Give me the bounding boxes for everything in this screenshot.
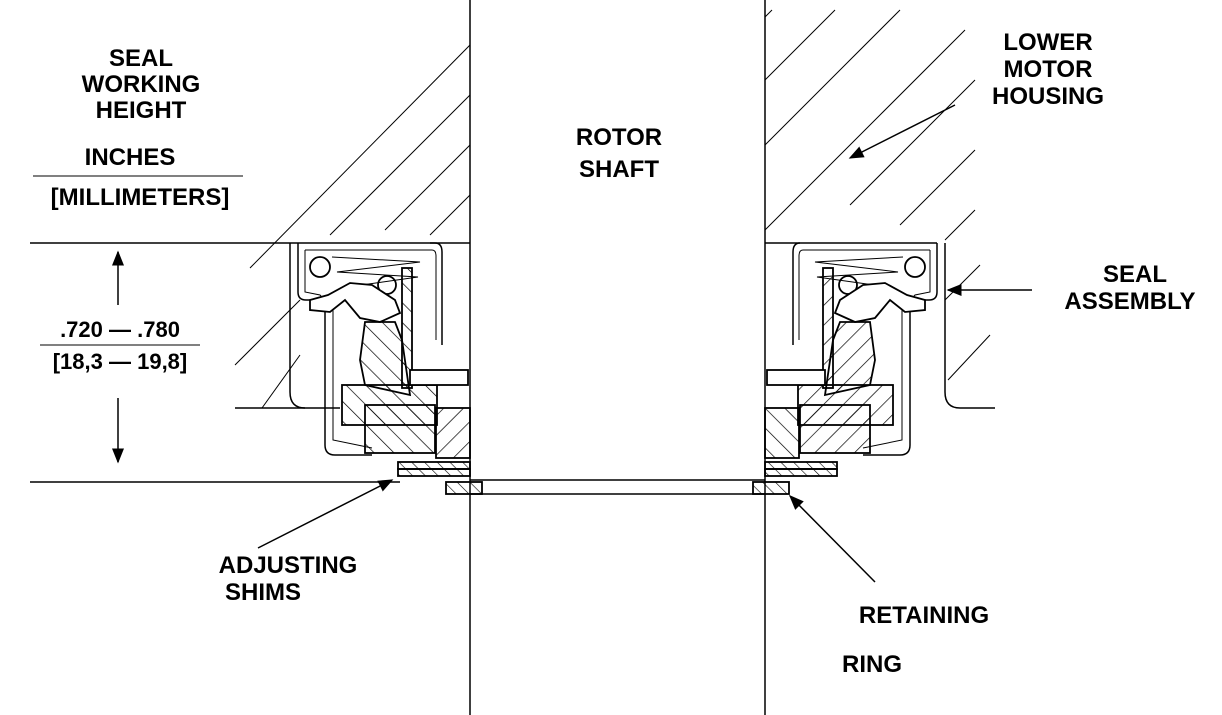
dimension-millimeters: [18,3 — 19,8] <box>53 349 188 374</box>
label-seal-assembly: SEAL ASSEMBLY <box>1064 261 1195 315</box>
label-rotor-shaft: ROTOR SHAFT <box>576 124 662 183</box>
svg-text:RETAINING: RETAINING <box>859 602 989 629</box>
svg-text:SHIMS: SHIMS <box>225 579 301 606</box>
svg-text:HOUSING: HOUSING <box>992 83 1104 110</box>
label-adjusting-shims: ADJUSTING SHIMS <box>219 552 358 606</box>
svg-text:SEAL: SEAL <box>1103 261 1167 288</box>
label-units-millimeters: [MILLIMETERS] <box>51 184 230 211</box>
rotor-shaft <box>469 243 766 715</box>
svg-text:SHAFT: SHAFT <box>579 156 659 183</box>
svg-text:WORKING: WORKING <box>82 71 201 98</box>
svg-text:ADJUSTING: ADJUSTING <box>219 552 358 579</box>
left-seal <box>297 242 483 495</box>
svg-text:LOWER: LOWER <box>1003 29 1092 56</box>
svg-text:MOTOR: MOTOR <box>1004 56 1093 83</box>
svg-text:ROTOR: ROTOR <box>576 124 662 151</box>
dimension-lines <box>30 175 400 483</box>
right-seal <box>752 242 938 495</box>
label-retaining-ring: RETAINING RING <box>842 602 989 678</box>
svg-text:RING: RING <box>842 651 902 678</box>
svg-text:SEAL: SEAL <box>109 45 173 72</box>
label-units-inches: INCHES <box>85 144 176 171</box>
label-lower-motor-housing: LOWER MOTOR HOUSING <box>992 29 1104 110</box>
svg-text:ASSEMBLY: ASSEMBLY <box>1064 288 1195 315</box>
label-seal-working-height: SEAL WORKING HEIGHT <box>82 45 201 124</box>
dimension-inches: .720 — .780 <box>60 317 180 342</box>
svg-text:HEIGHT: HEIGHT <box>96 97 187 124</box>
lower-motor-housing <box>764 0 995 409</box>
left-housing <box>234 0 471 409</box>
leader-lines <box>257 104 1032 583</box>
